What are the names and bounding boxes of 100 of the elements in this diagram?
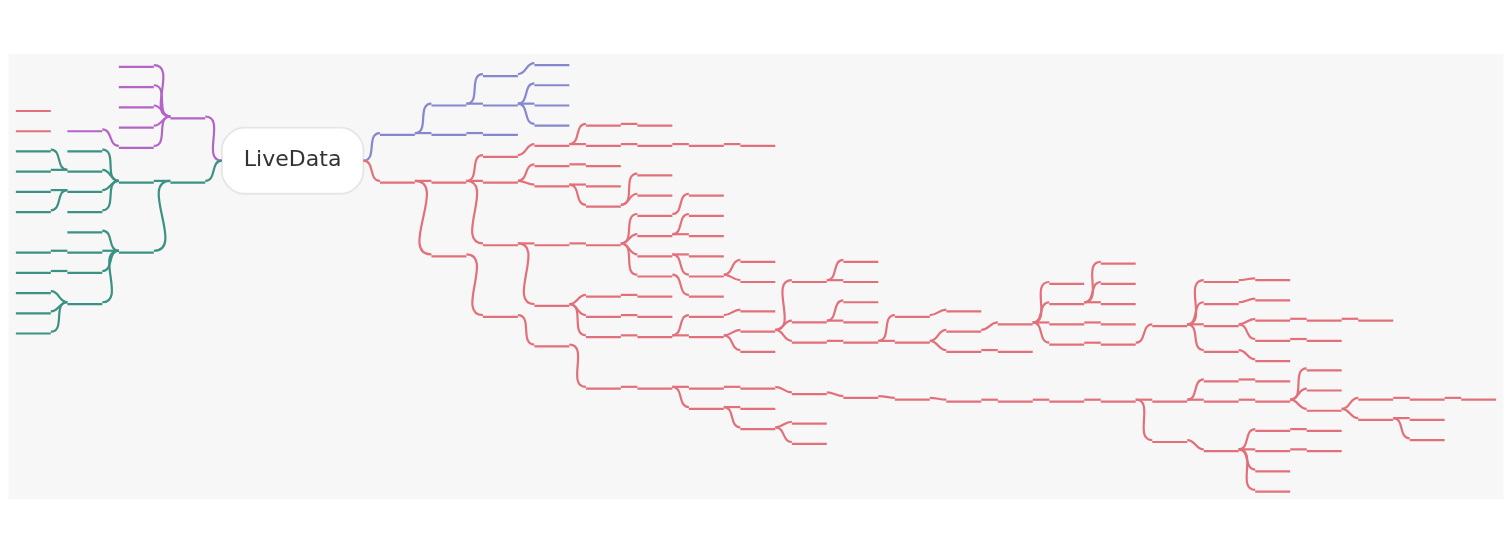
node-underline — [482, 104, 518, 107]
node-underline — [1255, 360, 1291, 363]
node-underline — [1358, 418, 1394, 422]
connector — [1032, 321, 1050, 324]
node-underline — [740, 428, 776, 431]
connector — [775, 426, 793, 444]
connector — [1289, 387, 1307, 401]
node-underline — [1306, 339, 1342, 342]
node-underline — [1100, 262, 1136, 265]
node-underline — [688, 194, 724, 197]
node-underline — [637, 194, 673, 197]
node-underline — [431, 255, 467, 258]
connector — [723, 334, 741, 352]
connector — [1032, 280, 1050, 324]
node-underline — [1100, 302, 1136, 306]
connector — [981, 348, 998, 352]
connector — [569, 143, 586, 146]
node-underline — [118, 65, 154, 68]
connector — [672, 314, 690, 337]
node-underline — [1049, 323, 1085, 326]
connector — [672, 253, 690, 276]
connector — [517, 242, 535, 306]
node-underline — [637, 315, 673, 319]
connector — [1290, 317, 1307, 320]
node-underline — [1100, 323, 1136, 326]
node-underline — [740, 310, 776, 313]
node-underline — [843, 341, 879, 344]
connector — [569, 293, 587, 306]
node-underline — [67, 170, 103, 173]
connector — [1187, 398, 1204, 401]
connector — [569, 343, 587, 388]
node-underline — [118, 146, 154, 149]
node-underline — [688, 407, 724, 410]
connector — [517, 163, 535, 182]
connector — [672, 212, 690, 236]
node-underline — [585, 336, 621, 339]
node-underline — [15, 291, 51, 295]
node-underline — [67, 150, 103, 153]
node-underline — [379, 181, 415, 184]
node-underline — [585, 295, 621, 298]
node-underline — [946, 310, 982, 313]
node-underline — [688, 336, 724, 339]
connector — [517, 62, 535, 76]
node-underline — [170, 181, 206, 184]
connector — [620, 242, 638, 276]
connector — [569, 303, 587, 317]
node-underline — [740, 350, 776, 353]
node-underline — [637, 234, 673, 238]
node-underline — [1203, 380, 1239, 383]
node-underline — [688, 275, 724, 278]
node-underline — [585, 165, 621, 168]
connector — [929, 396, 947, 401]
node-underline — [67, 302, 103, 306]
node-underline — [118, 106, 154, 109]
connector — [1290, 398, 1307, 410]
node-underline — [637, 124, 673, 127]
connector — [775, 319, 793, 331]
connector — [466, 73, 484, 105]
connector — [672, 334, 689, 337]
connector — [1238, 378, 1256, 381]
node-underline — [1049, 400, 1085, 403]
node-underline — [1255, 319, 1291, 322]
node-underline — [791, 280, 827, 284]
connector — [466, 102, 483, 105]
connector — [672, 273, 690, 296]
connector — [775, 385, 792, 394]
node-underline — [843, 260, 879, 263]
node-underline — [585, 205, 621, 208]
node-underline — [170, 117, 206, 120]
node-underline — [637, 295, 673, 298]
connector — [153, 63, 171, 118]
connector — [569, 122, 587, 146]
node-underline — [534, 63, 570, 67]
node-underline — [688, 387, 724, 390]
node-underline — [67, 130, 103, 133]
connector — [1084, 301, 1101, 304]
connector — [1290, 428, 1307, 431]
node-underline — [946, 400, 982, 403]
node-underline — [1203, 280, 1239, 284]
node-underline — [1255, 450, 1291, 453]
node-underline — [637, 214, 673, 217]
connector — [878, 314, 895, 342]
connector — [102, 179, 120, 212]
node-underline — [740, 280, 776, 284]
node-underline — [1203, 325, 1239, 328]
connector — [102, 128, 120, 148]
connector — [620, 192, 638, 206]
connector — [1032, 321, 1050, 344]
node-underline — [118, 86, 154, 89]
node-underline — [1255, 279, 1291, 282]
node-underline — [1203, 400, 1239, 403]
node-underline — [482, 155, 518, 159]
node-underline — [15, 211, 51, 214]
node-underline — [15, 332, 51, 335]
connector — [102, 168, 120, 182]
connector — [826, 391, 844, 398]
node-underline — [843, 396, 879, 399]
connector — [205, 115, 223, 162]
node-underline — [1100, 343, 1136, 346]
node-underline — [1255, 339, 1291, 342]
